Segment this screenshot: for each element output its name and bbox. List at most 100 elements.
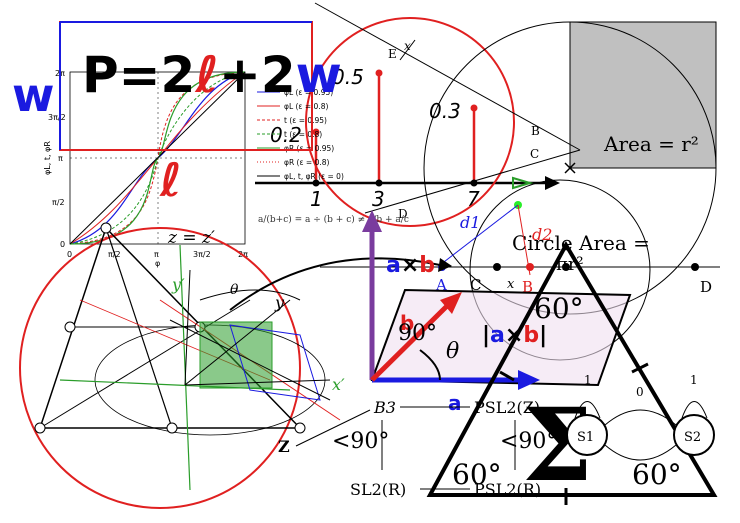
stem-tick-7: 7 xyxy=(467,187,480,211)
state-s1 xyxy=(566,414,608,456)
phase-ylabel: φL, t, φR xyxy=(43,141,52,175)
arc-arrow-head xyxy=(438,258,452,272)
triangle-circle-figure xyxy=(19,222,341,509)
psl-r-label: PSL2(R) xyxy=(474,480,541,499)
y-label: y xyxy=(274,293,285,312)
legend-entry-2: t (ε = 0.95) xyxy=(284,116,327,125)
circle-area-figure: Area = r² Circle Area = πr² xyxy=(423,21,717,361)
ytick-pi: π xyxy=(58,154,63,163)
rotation-arc xyxy=(199,289,301,301)
point-C-top: C xyxy=(530,147,539,161)
d2-line xyxy=(517,204,531,276)
width-label-left: w xyxy=(12,68,55,122)
psl-z-label: PSL2(Z) xyxy=(474,398,540,417)
median-line xyxy=(39,299,251,429)
state-s2 xyxy=(673,414,715,456)
prob-s2-self: 1 xyxy=(690,373,698,387)
tangent-line-2 xyxy=(364,149,581,214)
stem-label-05: 0.5 xyxy=(332,65,364,89)
axb-arrowhead xyxy=(362,210,382,232)
rotation-x-axis xyxy=(184,379,331,386)
point-C: C xyxy=(470,276,481,294)
stem-plot: 0.5 0.3 0.2 1 3 7 xyxy=(255,65,560,211)
big-triangle xyxy=(426,240,718,497)
tick-left xyxy=(499,370,515,382)
point-D-dot xyxy=(691,263,699,271)
self-loop-s2 xyxy=(681,401,708,419)
stem-3-head xyxy=(375,69,383,77)
edge-s2-s1 xyxy=(604,444,677,461)
point-A: A xyxy=(435,276,447,294)
area-label: Area = r² xyxy=(603,132,699,156)
sl-label: SL2(R) xyxy=(350,480,406,499)
point-D-top: D xyxy=(398,207,408,221)
d1-label: d1 xyxy=(460,213,480,232)
ytick-0: 0 xyxy=(60,240,65,249)
phase-xlabel: φ xyxy=(155,259,160,268)
edge-s1-s2 xyxy=(604,409,677,426)
y-prime-label: y′ xyxy=(171,275,185,294)
ninety-label: 90° xyxy=(398,321,437,346)
vertex-top xyxy=(100,222,112,234)
d2-label: d2 xyxy=(532,225,552,244)
b-label: b xyxy=(400,311,414,335)
point-B-top: B xyxy=(531,124,540,138)
curve-diagonal xyxy=(69,71,246,245)
fraction-formula: a/(b+c) = a ÷ (b + c) ≠ a/b + a/c xyxy=(258,214,409,225)
midpoint-bottom xyxy=(166,422,178,434)
legend-entry-6: φL, t, φR (ε = 0) xyxy=(284,172,344,181)
point-line: A C B D x xyxy=(320,263,720,296)
sixty-right: 60° xyxy=(632,458,682,491)
stem-label-02: 0.2 xyxy=(270,123,302,147)
legend-entry-4: φR (ε = 0.95) xyxy=(284,144,334,153)
stem-1-base xyxy=(312,179,320,187)
lt-ninety-left: <90° xyxy=(332,429,389,454)
stem-7-head xyxy=(470,104,478,112)
tangent-figure: E x B C D d1 d2 xyxy=(314,2,581,276)
point-x-top: x xyxy=(404,39,411,53)
lt-ninety-right: <90° xyxy=(500,429,557,454)
tangent-line-1 xyxy=(314,2,581,151)
ytick-pi2: π/2 xyxy=(52,198,65,207)
stem-tick-3: 3 xyxy=(372,187,385,211)
z-line xyxy=(295,409,371,447)
xtick-pi: π xyxy=(154,250,159,259)
tangent-line-3 xyxy=(399,39,416,61)
green-axis-z xyxy=(179,244,191,491)
axb-label: a×b xyxy=(386,253,435,278)
legend-entry-1: φL (ε = 0.8) xyxy=(284,102,328,111)
altitude-line xyxy=(105,227,173,429)
theta-arc xyxy=(419,349,441,381)
stem-3-base xyxy=(375,179,383,187)
point-mid-dot xyxy=(562,263,570,271)
braid-diagram: B3 PSL2(Z) SL2(R) PSL2(R) Z xyxy=(278,398,541,499)
rotated-square xyxy=(229,324,321,401)
angle-labels: 90° <90° <90° xyxy=(332,321,557,454)
z-label: Z xyxy=(278,437,290,456)
center-mark-b xyxy=(564,162,576,174)
circle-area-label: Circle Area = xyxy=(512,231,650,255)
stem-label-03: 0.3 xyxy=(429,99,461,123)
tick-right xyxy=(631,362,649,374)
area-square xyxy=(569,21,717,169)
b3-label: B3 xyxy=(373,398,396,417)
vertex-bottom-right xyxy=(294,422,306,434)
stem-axis-arrow xyxy=(545,176,560,190)
xtick-3pi2: 3π/2 xyxy=(193,250,211,259)
xtick-0: 0 xyxy=(67,250,72,259)
legend-entry-3: t (ε = 0.8) xyxy=(284,130,322,139)
midpoint-left xyxy=(64,321,76,333)
stem-tick-1: 1 xyxy=(310,187,323,211)
perimeter-formula: P=2ℓ+2w xyxy=(82,46,342,104)
cross-product-figure: a×b |a×b| θ a b xyxy=(362,210,632,415)
rotation-diagonal xyxy=(169,319,331,401)
self-loop-s1 xyxy=(574,401,601,419)
a-label: a xyxy=(448,391,462,415)
sixty-left: 60° xyxy=(452,458,502,491)
phase-legend: φL (ε = 0.95) φL (ε = 0.8) t (ε = 0.95) … xyxy=(257,88,344,181)
green-square xyxy=(199,321,273,389)
z-equals-label: z = z′ xyxy=(167,228,215,248)
red-circle-left xyxy=(19,227,301,509)
red-circle-top xyxy=(305,17,515,227)
